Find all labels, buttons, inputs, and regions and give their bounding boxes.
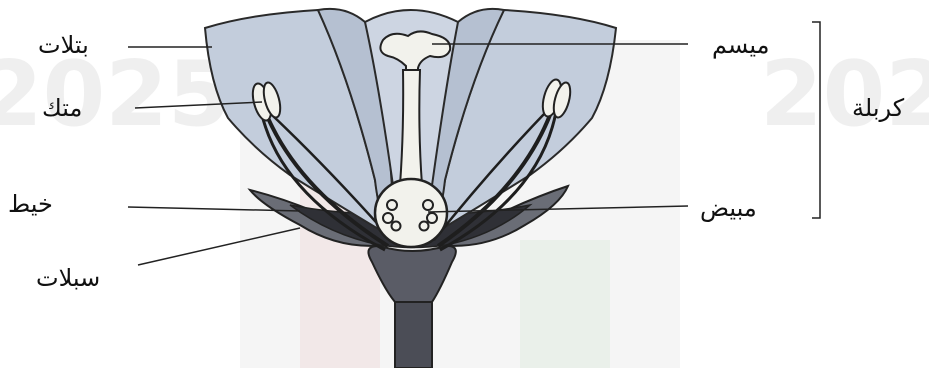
label-stigma: ميسم — [712, 33, 769, 57]
stem — [395, 300, 432, 368]
label-sepals: سبلات — [36, 266, 100, 290]
label-petals: بتلات — [38, 33, 89, 57]
style — [400, 70, 422, 185]
label-filament: خيط — [8, 192, 53, 216]
label-carpel: كربلة — [852, 96, 904, 120]
label-anther: متك — [42, 96, 82, 120]
label-ovary: مبيض — [700, 196, 757, 220]
ovary — [375, 179, 447, 247]
watermark-bar-green — [520, 240, 610, 368]
watermark-text-left: 2025 — [0, 42, 231, 147]
